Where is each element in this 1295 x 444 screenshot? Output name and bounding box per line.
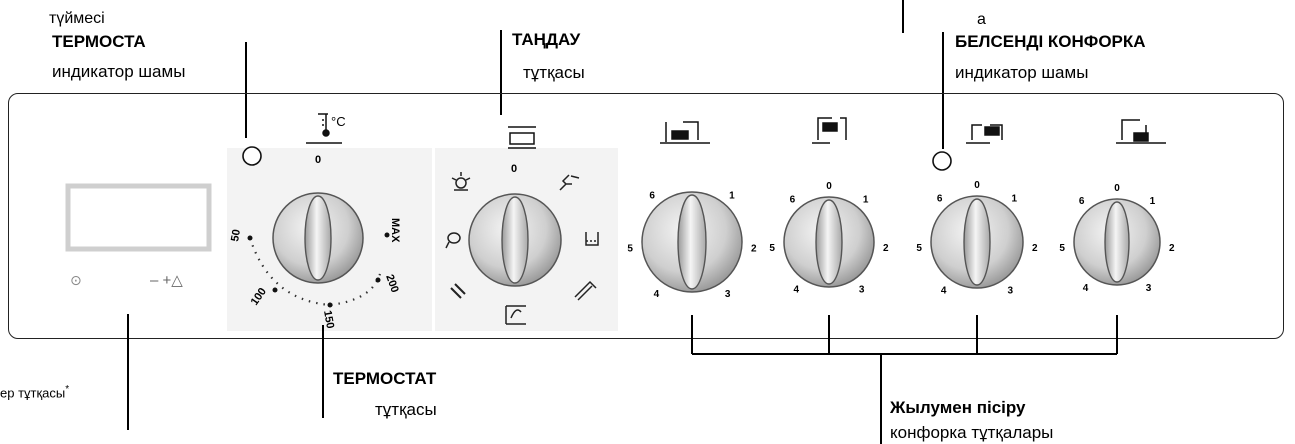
- hob-knob-4-label-3: 3: [1146, 283, 1152, 294]
- rear-right-zone-icon: [966, 124, 1003, 144]
- oven-icon: [508, 126, 536, 149]
- rear-left-zone-icon: [660, 121, 710, 144]
- timer-display: [65, 183, 212, 252]
- fan-icon: [505, 305, 526, 325]
- lamp-icon: [451, 172, 471, 191]
- active-hob-letter-a: а: [977, 11, 986, 28]
- active-hob-leader: [942, 32, 944, 149]
- thermostat-subtitle: тұтқасы: [375, 400, 437, 419]
- hob-knob-3-label-0: 0: [974, 180, 980, 191]
- hob-knob-4-label-2: 2: [1169, 243, 1175, 254]
- hob-knob-3-label-3: 3: [1008, 286, 1014, 297]
- selector-title: ТАҢДАУ: [512, 30, 581, 49]
- hob-knob-2-label-3: 3: [859, 285, 865, 296]
- active-hob-subtitle: индикатор шамы: [955, 63, 1089, 82]
- top-edge-leader: [902, 0, 904, 33]
- defrost-icon: [450, 283, 466, 299]
- selector-leader: [500, 30, 502, 115]
- scale-label-50: 50: [229, 228, 243, 242]
- hob-knob-4-label-4: 4: [1083, 283, 1089, 294]
- selector-knob[interactable]: [468, 193, 562, 287]
- thermostat-zero-label: 0: [315, 154, 321, 166]
- thermostat-lamp-subtitle: индикатор шамы: [52, 62, 186, 81]
- scale-dot-max: [384, 232, 390, 238]
- hob-knob-2-label-2: 2: [883, 243, 889, 254]
- hob-knob-1[interactable]: [641, 191, 743, 293]
- thermostat-knob[interactable]: [272, 192, 364, 284]
- selector-zero-label: 0: [511, 163, 517, 175]
- active-hob-indicator-lamp: [932, 151, 952, 171]
- hob-knob-4[interactable]: [1073, 198, 1161, 286]
- cooking-title: Жылумен пісіру: [890, 398, 1026, 417]
- control-panel: [8, 93, 1284, 339]
- top-grill-icon: [574, 280, 597, 301]
- hob-knob-3-label-2: 2: [1032, 243, 1038, 254]
- hob-knob-1-label-2: 2: [751, 243, 757, 254]
- hob-knob-2-label-6: 6: [790, 194, 796, 205]
- hob-knob-2-label-4: 4: [794, 285, 800, 296]
- thermostat-indicator-lamp: [242, 146, 262, 166]
- timer-clock-symbol[interactable]: ⊙: [70, 272, 82, 288]
- hob-knob-1-label-1: 1: [729, 191, 735, 202]
- scale-dot-100: [272, 287, 278, 293]
- hob-knob-2-label-1: 1: [863, 194, 869, 205]
- thermostat-lamp-caption-top: түймесі: [49, 10, 105, 27]
- hob-knobs: 1 2 3 4 5 6 0 1 2 3 4 5 6 0 1 2 3 4 5 6 0 1 2 3 4 5 6: [627, 180, 1175, 300]
- cooking-knobs-bracket: [691, 315, 1118, 444]
- thermometer-icon: [306, 113, 342, 144]
- hob-knob-1-label-4: 4: [654, 289, 660, 300]
- hob-knob-4-label-6: 6: [1079, 196, 1085, 207]
- hob-knob-3[interactable]: [930, 195, 1024, 289]
- hob-knob-4-label-5: 5: [1059, 243, 1065, 254]
- thermostat-title: ТЕРМОСТАТ: [333, 369, 437, 388]
- hob-knob-4-label-1: 1: [1150, 196, 1156, 207]
- front-left-zone-icon: [812, 117, 847, 144]
- scale-label-max: MAX: [389, 218, 401, 243]
- hob-knob-2-label-0: 0: [826, 181, 832, 192]
- selector-dial: 0: [445, 126, 599, 325]
- hob-knob-1-label-5: 5: [627, 243, 633, 254]
- hob-knob-1-label-3: 3: [725, 289, 731, 300]
- front-right-zone-icon: [1116, 119, 1166, 144]
- thermostat-lamp-title: ТЕРМОСТА: [52, 32, 146, 51]
- timer-asterisk: *: [65, 384, 70, 395]
- timer-knob-caption: ер тұтқасы*: [0, 384, 70, 401]
- hob-knob-3-label-4: 4: [941, 286, 947, 297]
- hob-knob-1-label-6: 6: [649, 191, 655, 202]
- active-hob-title: БЕЛСЕНДІ КОНФОРКА: [955, 32, 1146, 51]
- hob-knob-3-label-1: 1: [1012, 194, 1018, 205]
- scale-label-150: 150: [321, 309, 336, 329]
- timer-knob-text: ер тұтқасы: [0, 385, 66, 401]
- scale-dot-50: [247, 235, 253, 241]
- celsius-unit: °C: [331, 114, 346, 129]
- thermostat-dial: °C 0 50 100 150 200 MAX: [229, 113, 401, 330]
- bottom-heat-icon: [585, 232, 599, 246]
- thermostat-lamp-leader: [245, 42, 247, 138]
- scale-dot-200: [375, 277, 381, 283]
- hob-knob-2-label-5: 5: [769, 243, 775, 254]
- hob-knob-3-label-5: 5: [916, 243, 922, 254]
- timer-unit: ⊙ – +△: [65, 183, 212, 289]
- cooking-subtitle: конфорка тұтқалары: [890, 423, 1054, 442]
- grill-fan-icon: [559, 174, 580, 191]
- scale-dot-150: [327, 302, 333, 308]
- hob-knob-4-label-0: 0: [1114, 183, 1120, 194]
- hob-knob-3-label-6: 6: [937, 194, 943, 205]
- timer-adjust-symbols[interactable]: – +△: [150, 272, 183, 289]
- hob-knob-2[interactable]: [783, 196, 875, 288]
- selector-subtitle: тұтқасы: [523, 63, 585, 82]
- chicken-icon: [445, 232, 461, 249]
- scale-label-200: 200: [383, 273, 401, 294]
